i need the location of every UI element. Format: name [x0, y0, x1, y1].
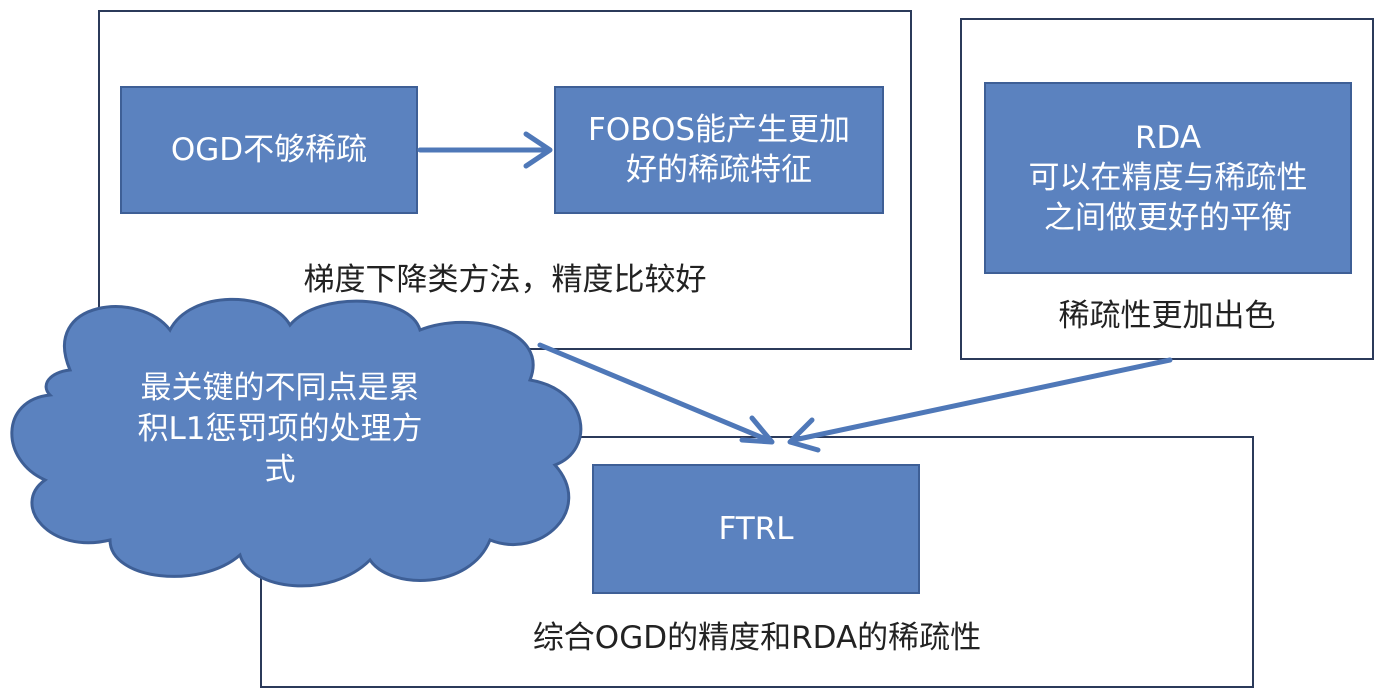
ogd-box: OGD不够稀疏 — [120, 86, 418, 214]
arrow-rda-to-ftrl — [787, 357, 1173, 453]
cloud-text: 最关键的不同点是累 积L1惩罚项的处理方 式 — [137, 370, 423, 488]
fobos-box: FOBOS能产生更加 好的稀疏特征 — [554, 86, 884, 214]
cloud-shape — [10, 297, 583, 588]
ftrl-box: FTRL — [592, 464, 920, 594]
rda-box: RDA 可以在精度与稀疏性 之间做更好的平衡 — [984, 82, 1352, 274]
arrow-gradient-to-ftrl — [537, 342, 775, 445]
rda-caption: 稀疏性更加出色 — [1058, 298, 1276, 334]
gradient-methods-caption: 梯度下降类方法，精度比较好 — [303, 262, 707, 298]
ftrl-caption: 综合OGD的精度和RDA的稀疏性 — [532, 620, 982, 656]
arrow-ogd-to-fobos — [417, 131, 553, 169]
